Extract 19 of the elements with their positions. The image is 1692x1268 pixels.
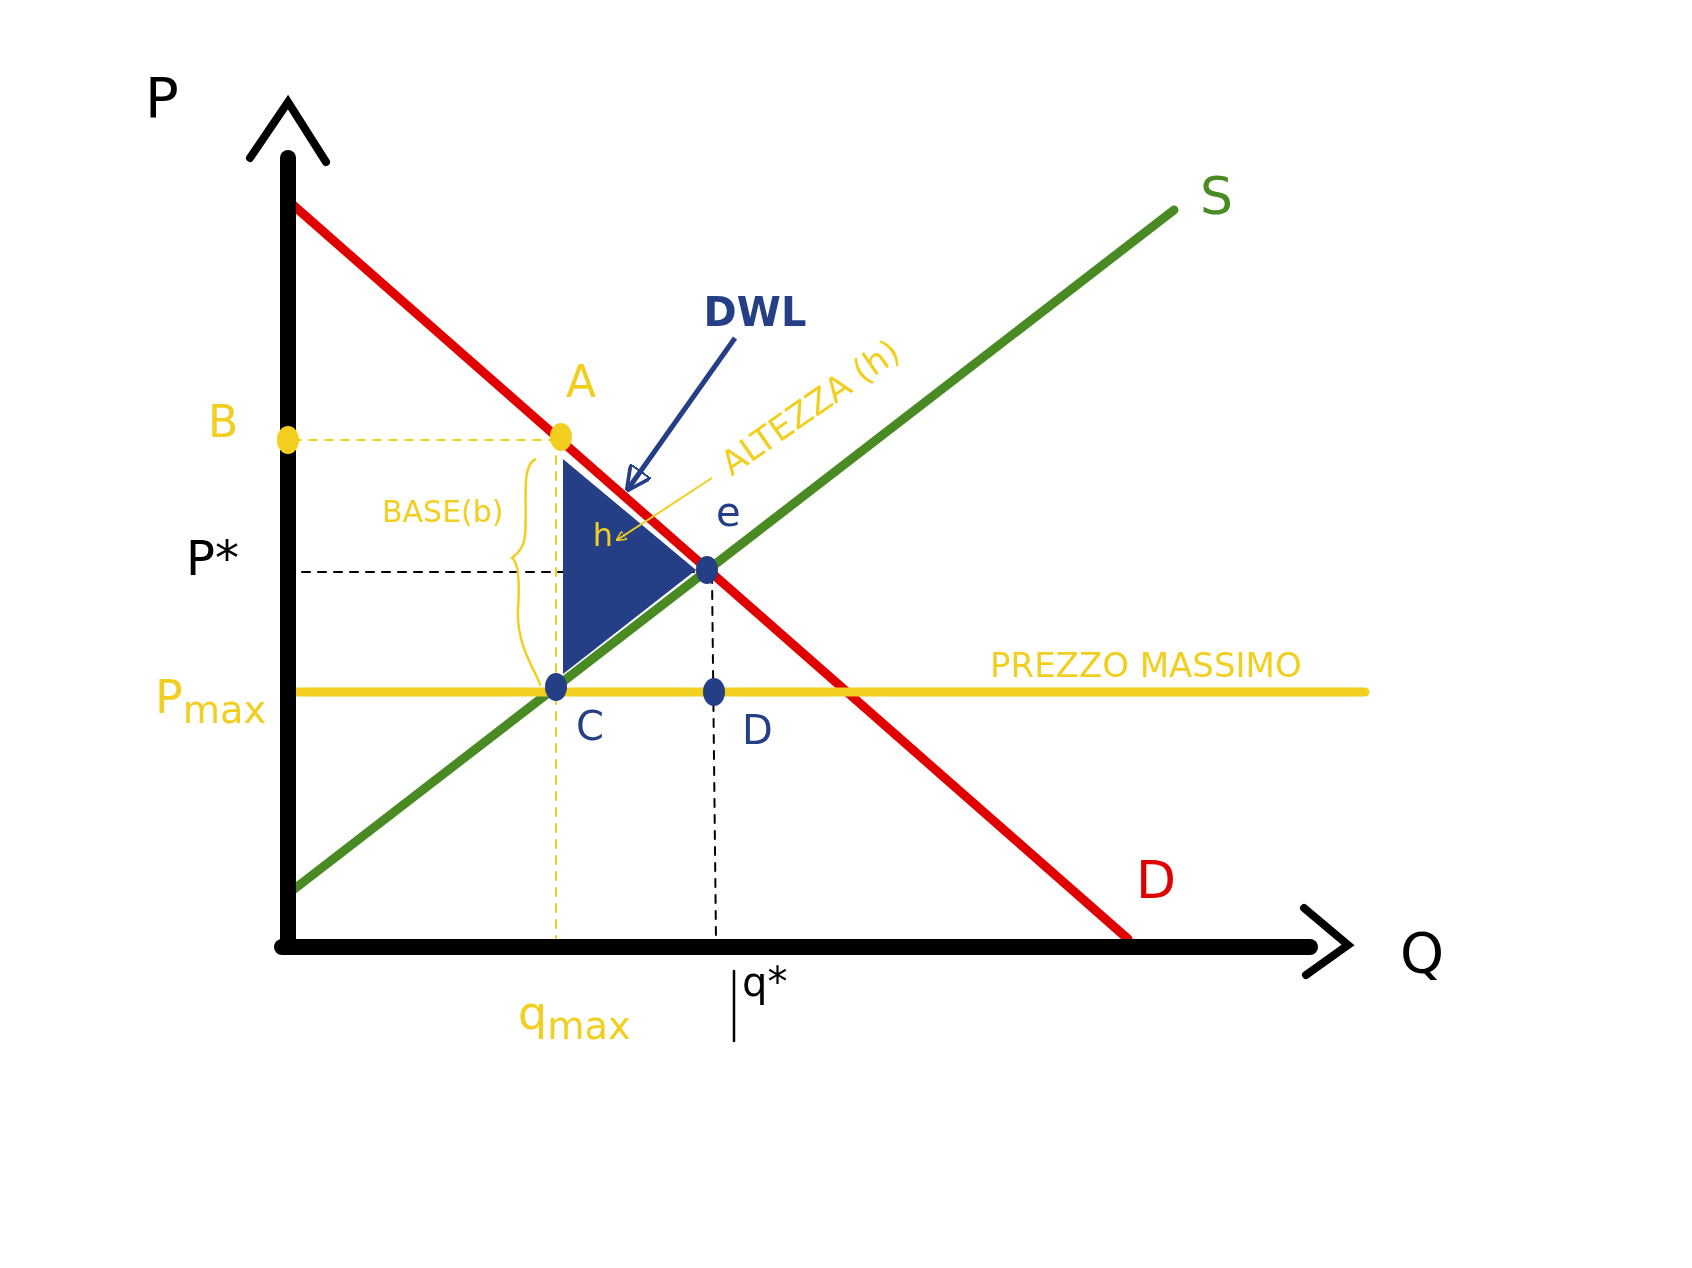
height-mark: h (590, 517, 616, 553)
point-label: C (576, 706, 604, 746)
axis-label: Q (1400, 925, 1445, 981)
point-label: D (742, 710, 773, 750)
deadweight-loss-triangle (563, 459, 696, 674)
dimension-label: BASE(b) (382, 497, 504, 527)
axis-tick-label: P$_{max}$ (155, 674, 267, 730)
axis-label: P (145, 70, 179, 126)
line-label: PREZZO MASSIMO (990, 648, 1302, 682)
dwl-label: DWL (705, 288, 805, 336)
curve-label: S (1200, 170, 1233, 222)
leader-line (615, 477, 713, 542)
point-label: A (566, 360, 597, 404)
point-label: e (716, 492, 741, 532)
curve-label: D (1136, 854, 1177, 906)
point-label: B (208, 400, 239, 444)
arrow (624, 336, 738, 493)
axis-tick-label: P* (186, 534, 239, 582)
axis-tick-label: q$_{max}$ (518, 990, 631, 1046)
